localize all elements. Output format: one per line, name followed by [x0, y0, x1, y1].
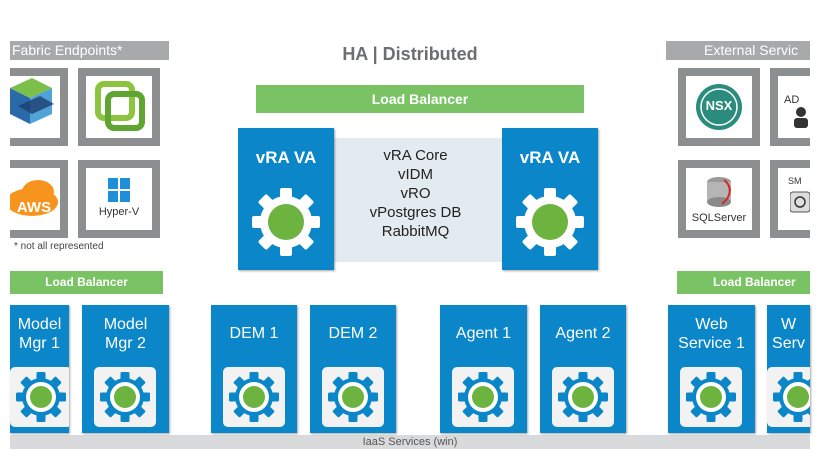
gear-icon	[252, 188, 320, 256]
smtp-mail-icon	[790, 191, 810, 213]
nsx-tile[interactable]: NSX	[678, 68, 760, 146]
hyperv-tile[interactable]: Hyper-V	[78, 160, 160, 238]
gear-icon	[16, 372, 66, 422]
gear-container	[767, 367, 810, 427]
service-vpostgres: vPostgres DB	[369, 204, 462, 221]
gear-container	[223, 367, 285, 427]
vsphere-logo-icon	[95, 81, 145, 131]
component-box[interactable]: W Serv	[767, 305, 810, 433]
vra-va-left-title: vRA VA	[255, 148, 317, 167]
gear-container	[680, 367, 742, 427]
sql-server-icon	[707, 177, 731, 207]
sqlserver-tile[interactable]: SQLServer	[678, 160, 760, 238]
gear-icon	[229, 372, 279, 422]
vra-services-panel: vRA Core vIDM vRO vPostgres DB RabbitMQ	[328, 138, 503, 262]
ad-label: AD	[784, 94, 800, 106]
sqlserver-label: SQLServer	[691, 212, 747, 224]
hyperv-windows-icon	[108, 178, 130, 202]
component-label-line1: Model	[17, 316, 62, 333]
aws-cloud-icon	[6, 180, 58, 216]
gear-icon	[558, 372, 608, 422]
component-label: DEM 1	[211, 324, 297, 343]
vsphere-tile[interactable]	[78, 68, 160, 146]
component-label-line1: Web	[695, 316, 728, 333]
aws-tile[interactable]: AWS	[6, 160, 68, 238]
component-box[interactable]: DEM 1	[211, 305, 297, 433]
gear-icon	[773, 372, 810, 422]
ad-tile[interactable]: AD	[770, 68, 810, 146]
gear-icon	[686, 372, 736, 422]
load-balancer-right: Load Balancer	[677, 271, 810, 294]
gear-container	[452, 367, 514, 427]
load-balancer-left: Load Balancer	[10, 271, 163, 294]
component-label-line2: Mgr 2	[105, 335, 146, 352]
component-label-line1: DEM 1	[229, 325, 279, 342]
vra-va-left[interactable]: vRA VA	[238, 128, 334, 270]
active-directory-icon	[794, 107, 808, 128]
gear-icon	[328, 372, 378, 422]
service-rabbitmq: RabbitMQ	[381, 223, 450, 240]
page-title: HA | Distributed	[342, 44, 478, 64]
nsx-logo-icon	[696, 84, 742, 130]
component-label-line2: Serv	[772, 335, 805, 352]
gear-icon	[516, 188, 584, 256]
gear-icon	[458, 372, 508, 422]
component-label-line1: Agent 1	[455, 325, 512, 342]
gear-container	[10, 367, 69, 427]
component-label-line2: Mgr 1	[19, 335, 60, 352]
aws-label: AWS	[16, 199, 52, 216]
endpoints-note: * not all represented	[14, 241, 104, 252]
iaas-services-bar: IaaS Services (win)	[10, 435, 810, 449]
component-label: Agent 2	[540, 324, 626, 343]
gear-icon	[100, 372, 150, 422]
component-label-line1: Model	[103, 316, 148, 333]
component-box[interactable]: Agent 1	[440, 305, 527, 433]
vmware-logo-icon	[10, 78, 54, 124]
component-label: DEM 2	[310, 324, 396, 343]
fabric-endpoints-header: Fabric Endpoints*	[10, 41, 169, 60]
vra-va-right[interactable]: vRA VA	[502, 128, 598, 270]
component-label: W Serv	[767, 315, 810, 353]
service-vra-core: vRA Core	[383, 147, 448, 164]
vra-va-right-title: vRA VA	[519, 148, 581, 167]
gear-container	[552, 367, 614, 427]
smtp-tile[interactable]: SM	[770, 160, 810, 238]
smtp-label: SM	[788, 176, 802, 186]
hyperv-label: Hyper-V	[98, 206, 140, 218]
load-balancer-top: Load Balancer	[256, 85, 584, 113]
component-label: Agent 1	[440, 324, 527, 343]
vmware-tile[interactable]	[10, 68, 68, 146]
component-label-line2: Service 1	[678, 335, 745, 352]
component-box[interactable]: DEM 2	[310, 305, 396, 433]
nsx-label: NSX	[705, 98, 733, 113]
service-vidm: vIDM	[398, 166, 433, 183]
component-label-line1: DEM 2	[328, 325, 378, 342]
gear-container	[94, 367, 156, 427]
component-label-line1: Agent 2	[555, 325, 611, 342]
component-box[interactable]: Agent 2	[540, 305, 626, 433]
gear-container	[322, 367, 384, 427]
external-services-header: External Servic	[666, 41, 810, 60]
service-vro: vRO	[400, 185, 431, 202]
component-label-line1: W	[780, 316, 797, 333]
